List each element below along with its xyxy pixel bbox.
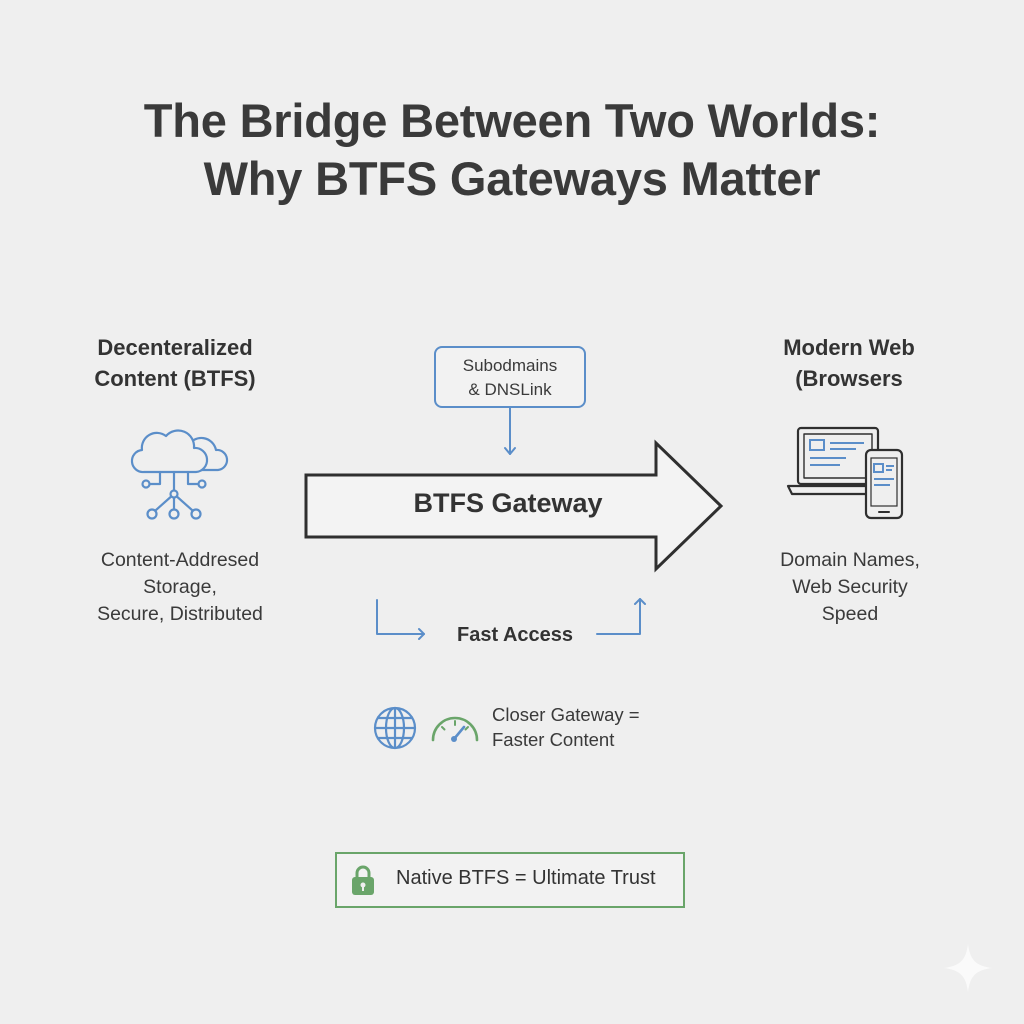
- title-line-2: Why BTFS Gateways Matter: [203, 152, 821, 205]
- left-heading-line-1: Decenteralized: [97, 335, 253, 360]
- right-desc-line-2: Web Security: [792, 576, 908, 598]
- left-heading-line-2: Content (BTFS): [94, 366, 256, 391]
- gateway-arrow: [304, 439, 724, 573]
- right-description: Domain Names, Web Security Speed: [730, 547, 970, 628]
- right-heading-line-1: Modern Web: [783, 335, 915, 360]
- callout-line-2: & DNSLink: [468, 380, 552, 399]
- globe-icon: [373, 706, 417, 750]
- lock-icon: [352, 865, 374, 895]
- laptop-phone-icon: [786, 426, 904, 520]
- left-desc-line-2: Storage,: [143, 576, 217, 598]
- callout-down-arrow: [504, 407, 516, 455]
- trust-text: Native BTFS = Ultimate Trust: [396, 867, 656, 889]
- speed-note-line-1: Closer Gateway =: [492, 704, 640, 725]
- sparkle-icon: [944, 944, 992, 992]
- fast-access-label: Fast Access: [457, 624, 573, 646]
- left-desc-line-1: Content-Addresed: [100, 549, 260, 571]
- left-desc-line-3: Secure, Distributed: [97, 603, 263, 625]
- left-heading: Decenteralized Content (BTFS): [60, 332, 290, 394]
- page-title: The Bridge Between Two Worlds: Why BTFS …: [0, 92, 1024, 208]
- cloud-network-icon: [130, 429, 229, 520]
- right-desc-line-3: Speed: [821, 603, 879, 625]
- callout-line-1: Subodmains: [462, 356, 558, 375]
- title-line-1: The Bridge Between Two Worlds:: [143, 94, 881, 147]
- right-heading-line-2: (Browsers: [795, 366, 903, 391]
- right-desc-line-1: Domain Names,: [780, 549, 920, 571]
- subdomains-callout: Subodmains & DNSLink: [434, 346, 586, 408]
- speedometer-icon: [431, 716, 479, 742]
- fast-access-right-arrow: [596, 598, 646, 635]
- speed-note: Closer Gateway = Faster Content: [492, 702, 640, 752]
- speed-note-line-2: Faster Content: [492, 729, 615, 750]
- fast-access-left-arrow: [376, 599, 425, 640]
- trust-box: [335, 852, 685, 908]
- gateway-label: BTFS Gateway: [413, 488, 603, 518]
- right-heading: Modern Web (Browsers: [734, 332, 964, 394]
- left-description: Content-Addresed Storage, Secure, Distri…: [60, 547, 300, 628]
